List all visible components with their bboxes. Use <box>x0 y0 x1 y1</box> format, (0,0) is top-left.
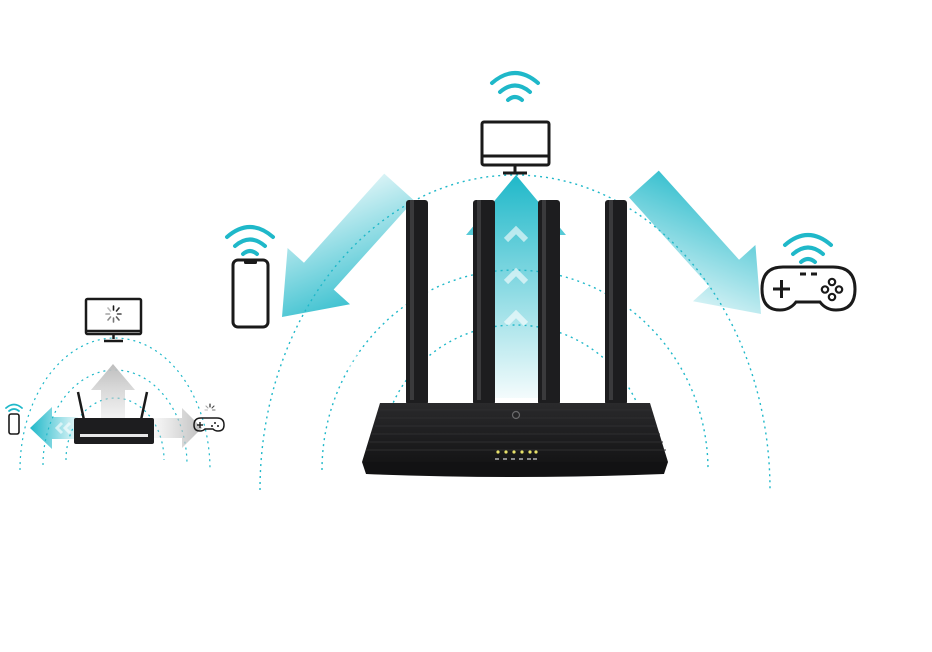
coverage-ring-inner <box>381 324 649 456</box>
modern-setup <box>225 71 857 491</box>
signal-arrow-left <box>282 173 414 317</box>
signal-arrow-right-chevrons <box>655 322 728 394</box>
coverage-rings <box>259 174 771 491</box>
router-antennas <box>406 200 627 405</box>
antenna-2 <box>473 200 495 405</box>
gamepad-icon <box>760 265 857 312</box>
legacy-arrow-left <box>30 407 78 449</box>
signal-arrow-right <box>629 170 761 314</box>
loading-spinner-icon <box>105 305 122 323</box>
monitor-icon <box>84 297 143 343</box>
legacy-arrow-right <box>150 408 202 448</box>
signal-arrow-left-chevrons <box>312 326 385 398</box>
router-icon <box>74 391 154 444</box>
coverage-ring-middle <box>321 269 709 471</box>
legacy-arrow-up <box>91 364 135 430</box>
smartphone-icon <box>231 258 270 329</box>
wifi-icon <box>783 233 833 264</box>
router-icon <box>362 403 668 477</box>
wifi-icon <box>225 225 275 256</box>
monitor-icon <box>480 120 551 175</box>
antenna-4 <box>605 200 627 405</box>
gamepad-icon <box>193 417 225 432</box>
status-leds <box>496 450 538 454</box>
loading-spinner-icon <box>204 403 216 411</box>
wifi-icon <box>5 403 23 412</box>
legacy-ring-outer <box>19 337 211 471</box>
coverage-ring-outer <box>259 174 771 491</box>
legacy-setup <box>5 297 225 471</box>
antenna-1 <box>406 200 428 405</box>
wifi-icon <box>490 71 540 102</box>
antenna-3 <box>538 200 560 405</box>
smartphone-icon <box>8 413 20 435</box>
